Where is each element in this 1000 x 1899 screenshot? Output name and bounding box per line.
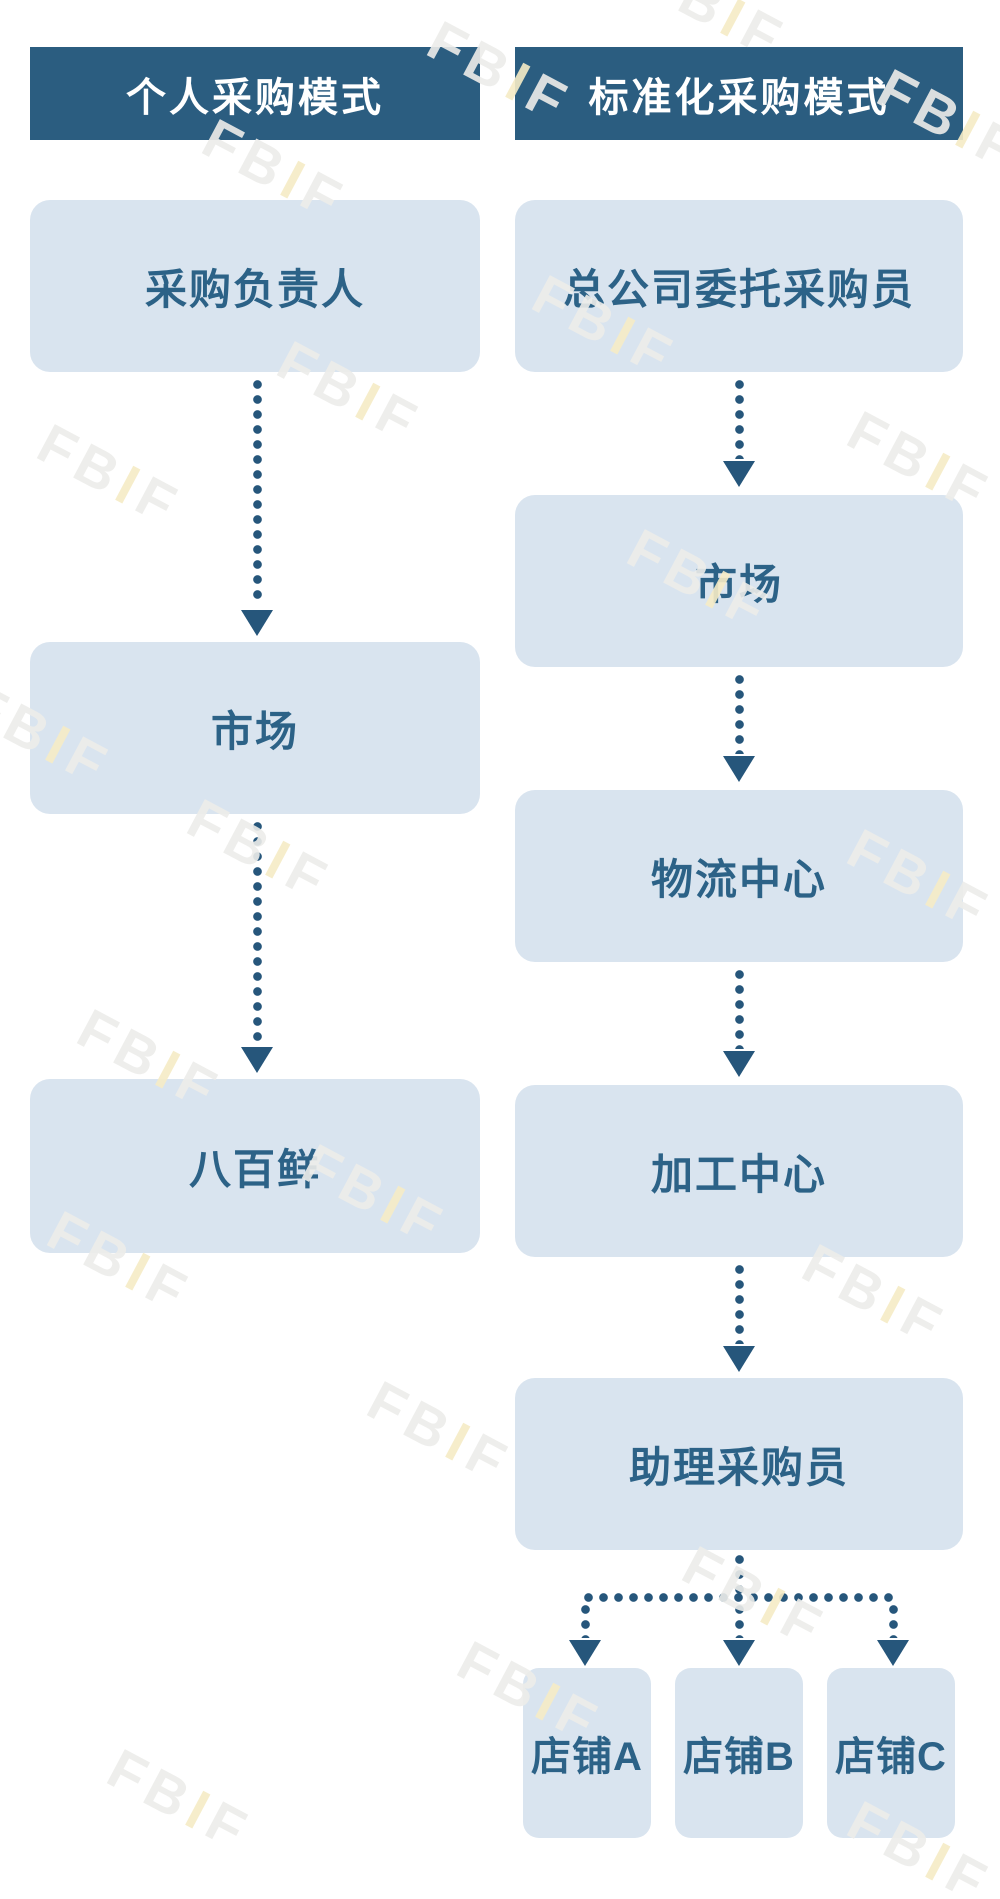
arrow-line-right-3 xyxy=(735,967,744,1049)
node-babaixian: 八百鲜 xyxy=(30,1079,480,1253)
watermark-text: FBIF xyxy=(357,1368,523,1496)
node-store-b: 店铺B xyxy=(675,1668,803,1838)
branch-drop-line-a xyxy=(581,1602,590,1638)
arrow-head-left-2 xyxy=(241,1047,273,1073)
branch-arrow-head-b xyxy=(723,1640,755,1666)
branch-drop-line-b xyxy=(735,1602,744,1638)
arrow-line-left-1 xyxy=(253,377,262,605)
branch-arrow-head-a xyxy=(569,1640,601,1666)
node-hq-commissioned-buyer: 总公司委托采购员 xyxy=(515,200,963,372)
arrow-head-right-3 xyxy=(723,1051,755,1077)
watermark-text: FBIF xyxy=(97,1736,263,1864)
node-market-left: 市场 xyxy=(30,642,480,814)
branch-horizontal-line xyxy=(581,1593,897,1602)
arrow-line-right-4 xyxy=(735,1262,744,1344)
arrow-line-right-2 xyxy=(735,672,744,754)
node-store-a: 店铺A xyxy=(523,1668,651,1838)
column-header-standardized-model: 标准化采购模式 xyxy=(515,47,963,140)
node-procurement-manager: 采购负责人 xyxy=(30,200,480,372)
node-store-c: 店铺C xyxy=(827,1668,955,1838)
branch-arrow-head-c xyxy=(877,1640,909,1666)
node-logistics-center: 物流中心 xyxy=(515,790,963,962)
node-market-right: 市场 xyxy=(515,495,963,667)
arrow-head-right-2 xyxy=(723,756,755,782)
node-assistant-buyer: 助理采购员 xyxy=(515,1378,963,1550)
column-header-individual-model: 个人采购模式 xyxy=(30,47,480,140)
watermark-text: FBIF xyxy=(27,411,193,539)
branch-drop-line-c xyxy=(889,1602,898,1638)
arrow-head-left-1 xyxy=(241,610,273,636)
arrow-head-right-1 xyxy=(723,461,755,487)
branch-stem-line xyxy=(735,1552,744,1597)
arrow-head-right-4 xyxy=(723,1346,755,1372)
node-processing-center: 加工中心 xyxy=(515,1085,963,1257)
arrow-line-left-2 xyxy=(253,819,262,1045)
arrow-line-right-1 xyxy=(735,377,744,459)
